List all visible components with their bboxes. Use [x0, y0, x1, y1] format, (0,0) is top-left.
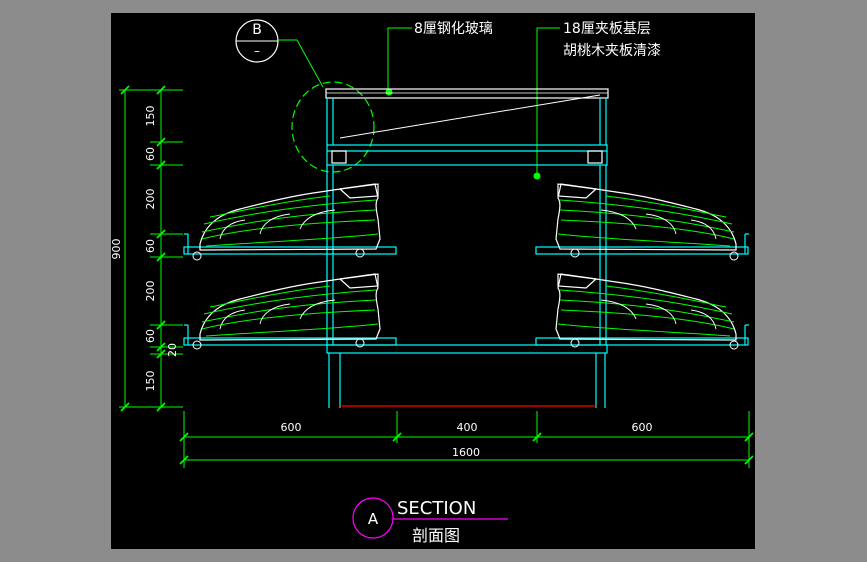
shoe-right-upper — [555, 183, 737, 251]
callout-b-letter: B — [252, 22, 262, 38]
section-title: A SECTION 剖面图 — [352, 497, 508, 545]
shoe-left-lower — [199, 273, 381, 341]
overall-width-label: 1600 — [452, 446, 480, 459]
label-board-1: 18厘夹板基层 — [563, 20, 651, 37]
section-heading: SECTION — [397, 498, 476, 519]
callout-b: B – — [235, 19, 375, 173]
section-mark-circle — [352, 497, 394, 539]
svg-text:200: 200 — [144, 189, 157, 210]
svg-text:400: 400 — [457, 421, 478, 434]
section-letter: A — [368, 510, 379, 528]
horizontal-dim-labels: 600 400 600 1600 — [281, 421, 653, 459]
svg-text:60: 60 — [144, 147, 157, 161]
annotation-board: 18厘夹板基层 胡桃木夹板清漆 — [533, 20, 661, 180]
label-board-2: 胡桃木夹板清漆 — [563, 43, 661, 59]
svg-text:600: 600 — [632, 421, 653, 434]
top-structure — [326, 98, 608, 345]
shoes — [199, 183, 737, 341]
svg-text:60: 60 — [144, 329, 157, 343]
vertical-dimensions — [119, 85, 183, 412]
label-glass: 8厘钢化玻璃 — [414, 20, 493, 37]
svg-text:600: 600 — [281, 421, 302, 434]
annotation-glass: 8厘钢化玻璃 — [385, 20, 493, 96]
shelf-brackets — [192, 248, 739, 350]
horizontal-dimensions — [179, 411, 754, 468]
svg-text:150: 150 — [144, 371, 157, 392]
svg-text:60: 60 — [144, 239, 157, 253]
section-subtitle: 剖面图 — [412, 526, 460, 545]
shoe-left-upper — [199, 183, 381, 251]
vertical-dim-labels: 150 60 200 60 200 60 20 150 900 — [110, 106, 179, 392]
top-glass — [325, 88, 609, 139]
callout-b-sub: – — [254, 44, 260, 58]
svg-text:20: 20 — [166, 343, 179, 357]
overall-height-label: 900 — [110, 239, 123, 260]
shoe-right-lower — [555, 273, 737, 341]
shelves — [183, 233, 749, 408]
svg-text:200: 200 — [144, 281, 157, 302]
svg-text:150: 150 — [144, 106, 157, 127]
